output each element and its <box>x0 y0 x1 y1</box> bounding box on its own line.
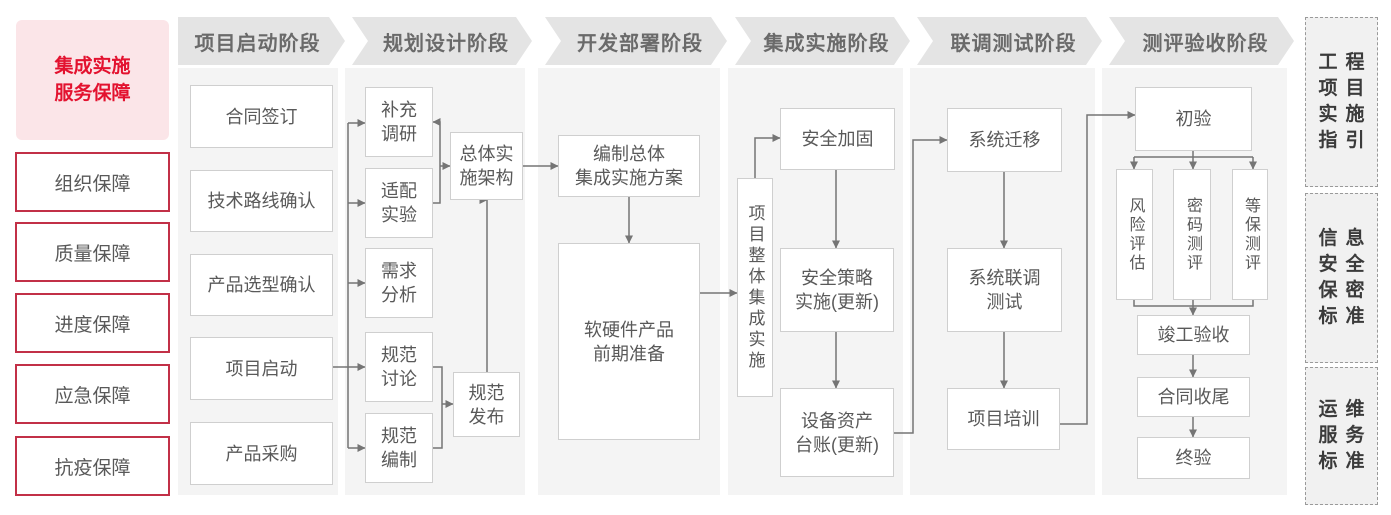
phase-banner-joint-test: 联调测试阶段 <box>917 17 1102 65</box>
phase-banner-kickoff: 项目启动阶段 <box>178 17 345 65</box>
node-final-acceptance: 终验 <box>1137 437 1250 479</box>
node-requirement-analysis: 需求 分析 <box>365 248 433 318</box>
phase-banner-integration: 集成实施阶段 <box>735 17 910 65</box>
node-spec-discussion: 规范 讨论 <box>365 332 433 402</box>
guarantee-item-emergency: 应急保障 <box>15 364 170 424</box>
ref-text-line: 信息 <box>1318 228 1373 249</box>
diagram-title-line2: 服务保障 <box>54 83 131 104</box>
node-project-kickoff: 项目启动 <box>190 337 333 400</box>
ref-text-line: 项目 <box>1318 78 1373 99</box>
ref-box-ops-service-standard: 运维 服务 标准 <box>1305 367 1378 505</box>
ref-text-line: 实施 <box>1318 104 1373 125</box>
node-crypto-evaluation: 密码测评 <box>1173 169 1211 300</box>
node-tech-route-confirm: 技术路线确认 <box>190 170 333 232</box>
phase-banner-planning: 规划设计阶段 <box>352 17 532 65</box>
node-security-hardening: 安全加固 <box>780 108 895 170</box>
node-system-migration: 系统迁移 <box>947 108 1062 172</box>
node-product-selection-confirm: 产品选型确认 <box>190 254 333 316</box>
node-completion-acceptance: 竣工验收 <box>1137 315 1250 355</box>
node-adaptation-experiment: 适配 实验 <box>365 168 433 238</box>
ref-text-line: 标准 <box>1318 306 1373 327</box>
ref-text-line: 标准 <box>1318 451 1373 472</box>
ref-text-line: 运维 <box>1318 399 1373 420</box>
node-supplementary-research: 补充 调研 <box>365 87 433 157</box>
node-spec-drafting: 规范 编制 <box>365 413 433 483</box>
node-system-joint-test: 系统联调 测试 <box>947 248 1062 332</box>
diagram-title-line1: 集成实施 <box>54 56 131 77</box>
node-contract-signing: 合同签订 <box>190 85 333 148</box>
node-overall-impl-architecture: 总体实 施架构 <box>450 132 523 200</box>
guarantee-item-epidemic: 抗疫保障 <box>15 436 170 496</box>
ref-text-line: 保密 <box>1318 280 1373 301</box>
node-overall-integration-plan: 编制总体 集成实施方案 <box>558 135 700 197</box>
node-project-training: 项目培训 <box>947 388 1060 450</box>
guarantee-item-quality: 质量保障 <box>15 222 170 282</box>
guarantee-item-schedule: 进度保障 <box>15 293 170 353</box>
node-product-procurement: 产品采购 <box>190 422 333 485</box>
node-hw-sw-preparation: 软硬件产品 前期准备 <box>558 243 700 440</box>
guarantee-item-organization: 组织保障 <box>15 152 170 212</box>
node-contract-closure: 合同收尾 <box>1137 377 1250 417</box>
phase-banner-acceptance: 测评验收阶段 <box>1109 17 1294 65</box>
node-risk-assessment: 风险评估 <box>1116 169 1153 300</box>
node-spec-release: 规范 发布 <box>453 372 520 437</box>
ref-text-line: 服务 <box>1318 425 1373 446</box>
phase-banner-deployment: 开发部署阶段 <box>545 17 727 65</box>
ref-box-infosec-confidentiality-standard: 信息 安全 保密 标准 <box>1305 193 1378 363</box>
node-overall-project-integration: 项目整体集成实施 <box>737 178 773 397</box>
ref-text-line: 安全 <box>1318 254 1373 275</box>
ref-box-project-implementation-guide: 工程 项目 实施 指引 <box>1305 17 1378 187</box>
diagram-title: 集成实施 服务保障 <box>16 20 169 140</box>
node-asset-ledger-update: 设备资产 台账(更新) <box>780 388 894 477</box>
node-security-policy-impl: 安全策略 实施(更新) <box>780 248 894 332</box>
ref-text-line: 工程 <box>1318 52 1373 73</box>
node-mlps-evaluation: 等保测评 <box>1232 169 1268 300</box>
ref-text-line: 指引 <box>1318 130 1373 151</box>
node-initial-acceptance: 初验 <box>1135 87 1252 151</box>
